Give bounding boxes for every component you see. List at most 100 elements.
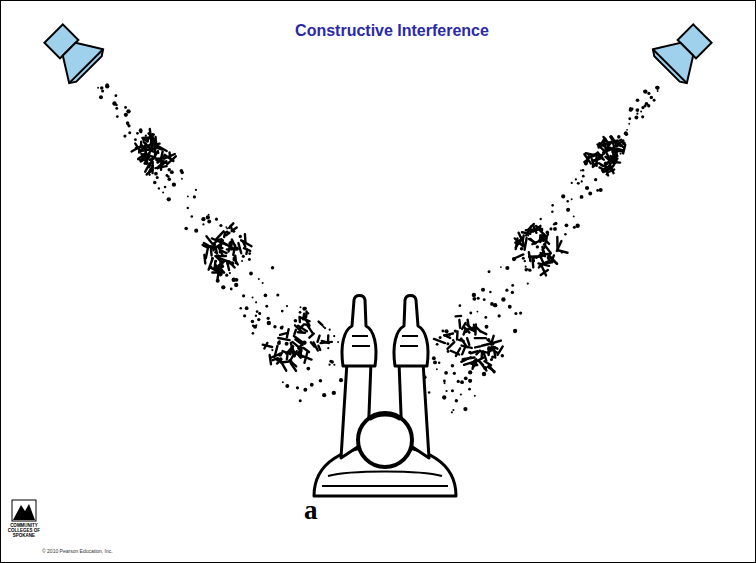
compression-mark bbox=[233, 245, 235, 255]
air-dot bbox=[229, 272, 231, 274]
air-dot bbox=[571, 182, 573, 184]
air-dot bbox=[158, 187, 160, 189]
compression-mark bbox=[159, 162, 164, 167]
air-dot bbox=[476, 311, 478, 313]
air-dot bbox=[464, 376, 468, 380]
air-dot bbox=[500, 266, 502, 268]
air-dot bbox=[432, 356, 436, 360]
compression-mark bbox=[468, 329, 474, 331]
air-dot bbox=[114, 94, 117, 97]
air-dot bbox=[438, 361, 440, 363]
compression-mark bbox=[222, 251, 227, 253]
air-dot bbox=[226, 227, 228, 229]
compression-mark bbox=[492, 346, 497, 348]
compression-mark bbox=[168, 152, 171, 158]
air-dot bbox=[585, 186, 589, 190]
copyright-note: © 2010 Pearson Education, Inc. bbox=[42, 548, 113, 554]
air-dot bbox=[207, 219, 211, 223]
air-dot bbox=[460, 380, 464, 384]
compression-mark bbox=[544, 238, 546, 248]
compression-mark bbox=[529, 239, 536, 243]
compression-mark bbox=[471, 364, 474, 369]
air-dot bbox=[483, 298, 486, 301]
compression-mark bbox=[467, 338, 469, 345]
compression-mark bbox=[132, 147, 140, 152]
air-dot bbox=[139, 128, 143, 132]
compression-mark bbox=[484, 361, 491, 365]
compression-mark bbox=[586, 153, 595, 155]
air-dot bbox=[123, 135, 126, 138]
air-dot bbox=[255, 315, 257, 317]
compression-mark bbox=[281, 361, 291, 362]
air-dot bbox=[285, 342, 289, 346]
air-dot bbox=[259, 312, 262, 315]
air-dot bbox=[299, 399, 302, 402]
compression-mark bbox=[272, 358, 277, 360]
compression-mark bbox=[598, 153, 602, 157]
compression-mark bbox=[152, 151, 158, 153]
compression-mark bbox=[212, 238, 222, 242]
compression-mark bbox=[321, 342, 332, 343]
air-dot bbox=[324, 327, 326, 329]
compression-mark bbox=[318, 346, 320, 350]
air-dot bbox=[225, 274, 228, 277]
air-dot bbox=[527, 268, 529, 270]
compression-mark bbox=[525, 238, 527, 250]
compression-mark bbox=[519, 233, 524, 244]
compression-mark bbox=[466, 320, 469, 326]
air-dot bbox=[267, 321, 271, 325]
compression-mark bbox=[584, 154, 591, 163]
air-dot bbox=[508, 305, 512, 309]
compression-mark bbox=[547, 261, 552, 264]
air-dot bbox=[248, 258, 251, 261]
compression-mark bbox=[298, 345, 302, 349]
air-dot bbox=[451, 364, 454, 367]
air-dot bbox=[551, 211, 553, 213]
air-dot bbox=[439, 336, 442, 339]
air-dot bbox=[333, 364, 335, 366]
compression-mark bbox=[318, 336, 320, 342]
air-dot bbox=[248, 252, 251, 255]
compression-mark bbox=[462, 347, 465, 354]
compression-mark bbox=[599, 167, 603, 169]
compression-mark bbox=[614, 145, 618, 156]
air-dot bbox=[235, 278, 239, 282]
air-dot bbox=[640, 110, 642, 112]
air-dot bbox=[126, 109, 130, 113]
air-dot bbox=[459, 304, 462, 307]
air-dot bbox=[641, 115, 644, 118]
air-dot bbox=[167, 168, 171, 172]
compression-mark bbox=[286, 355, 289, 359]
air-dot bbox=[472, 293, 476, 297]
air-dot bbox=[252, 296, 254, 298]
air-dot bbox=[306, 367, 310, 371]
air-dot bbox=[588, 192, 592, 196]
air-dot bbox=[310, 383, 314, 387]
air-dot bbox=[243, 314, 246, 317]
compression-mark bbox=[229, 242, 232, 252]
air-dot bbox=[239, 307, 242, 310]
air-dot bbox=[162, 192, 164, 194]
slide-title: Constructive Interference bbox=[295, 22, 489, 40]
compression-mark bbox=[206, 248, 208, 258]
compression-mark bbox=[617, 141, 620, 146]
air-dot bbox=[257, 318, 260, 321]
logo-text: COMMUNITY COLLEGES OF SPOKANE bbox=[6, 523, 42, 539]
air-dot bbox=[258, 278, 260, 280]
air-dot bbox=[100, 86, 104, 90]
air-dot bbox=[443, 380, 446, 383]
air-dot bbox=[447, 350, 449, 352]
air-dot bbox=[490, 302, 494, 306]
air-dot bbox=[167, 177, 171, 181]
compression-mark bbox=[270, 355, 271, 364]
air-dot bbox=[322, 393, 326, 397]
air-dot bbox=[573, 226, 576, 229]
compression-mark bbox=[498, 346, 503, 354]
compression-mark bbox=[458, 320, 461, 328]
compression-mark bbox=[529, 252, 531, 261]
compression-band bbox=[434, 136, 625, 372]
air-dot bbox=[299, 311, 302, 314]
air-dot bbox=[303, 388, 307, 392]
listener-collar bbox=[322, 472, 448, 487]
